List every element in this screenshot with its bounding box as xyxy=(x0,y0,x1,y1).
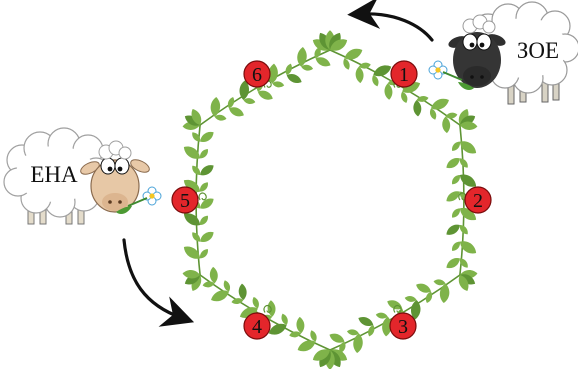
position-marker-1-label: 1 xyxy=(399,64,409,86)
position-marker-5: 5 xyxy=(172,187,198,213)
top-curved-arrow xyxy=(360,14,432,40)
position-marker-2: 2 xyxy=(465,187,491,213)
position-marker-6: 6 xyxy=(244,61,270,87)
position-marker-2-label: 2 xyxy=(473,190,483,212)
bottom-curved-arrow xyxy=(124,240,182,318)
leaf-wreath xyxy=(181,30,479,369)
sheep-eha: ЕНА xyxy=(4,128,161,224)
position-marker-3: 3 xyxy=(390,313,416,339)
position-marker-4: 4 xyxy=(244,313,270,339)
sheep-eha-label: ЕНА xyxy=(30,162,78,187)
position-marker-3-label: 3 xyxy=(398,316,408,338)
position-marker-5-label: 5 xyxy=(180,190,190,212)
sheep-zoe-label: ЗОЕ xyxy=(517,38,559,63)
position-marker-6-label: 6 xyxy=(252,64,262,86)
position-marker-4-label: 4 xyxy=(252,316,262,338)
sheep-zoe: ЗОЕ xyxy=(429,2,578,104)
position-marker-1: 1 xyxy=(391,61,417,87)
sheep-eha-body-illustration xyxy=(4,128,161,224)
